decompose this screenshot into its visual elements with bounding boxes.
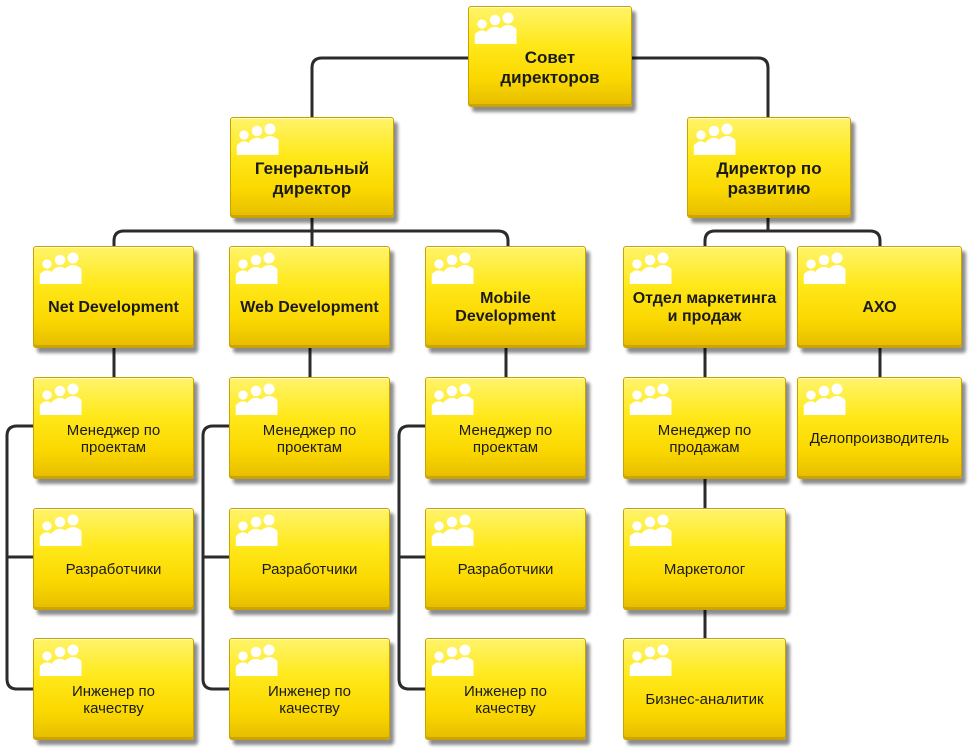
node-label: Инженер по качеству bbox=[71, 682, 156, 717]
people-group-icon bbox=[629, 514, 672, 546]
people-group-icon bbox=[235, 383, 278, 415]
connector-ceo-mobile bbox=[310, 229, 510, 248]
node-label: Директор по развитию bbox=[716, 158, 822, 198]
people-group-icon bbox=[236, 123, 279, 155]
node-clerk[interactable]: Делопроизводитель bbox=[797, 377, 962, 479]
node-business-analyst[interactable]: Бизнес-аналитик bbox=[623, 638, 786, 740]
node-label: Инженер по качеству bbox=[463, 682, 548, 717]
node-label: Генеральный директор bbox=[254, 158, 370, 198]
node-label: Менеджер по проектам bbox=[262, 421, 357, 456]
node-label: Mobile Development bbox=[455, 289, 556, 325]
connector-web-team bbox=[201, 424, 231, 691]
connector-ceo-net bbox=[112, 216, 314, 248]
people-group-icon bbox=[235, 252, 278, 284]
node-web-development[interactable]: Web Development bbox=[229, 246, 390, 348]
people-group-icon bbox=[39, 252, 82, 284]
node-marketer[interactable]: Маркетолог bbox=[623, 508, 786, 610]
node-net-qa-engineer[interactable]: Инженер по качеству bbox=[33, 638, 194, 740]
node-label: Совет директоров bbox=[500, 47, 600, 87]
node-sales-manager[interactable]: Менеджер по продажам bbox=[623, 377, 786, 479]
connector-dev-director-marketing bbox=[703, 216, 770, 248]
people-group-icon bbox=[474, 12, 517, 44]
node-label: Net Development bbox=[48, 298, 179, 316]
people-group-icon bbox=[431, 252, 474, 284]
node-label: Маркетолог bbox=[663, 561, 746, 579]
people-group-icon bbox=[629, 383, 672, 415]
connector-board-ceo bbox=[310, 56, 470, 119]
node-axo[interactable]: АХО bbox=[797, 246, 962, 348]
node-development-director[interactable]: Директор по развитию bbox=[687, 117, 851, 218]
people-group-icon bbox=[431, 514, 474, 546]
node-mobile-qa-engineer[interactable]: Инженер по качеству bbox=[425, 638, 586, 740]
node-net-developers[interactable]: Разработчики bbox=[33, 508, 194, 610]
node-label: Разработчики bbox=[261, 561, 358, 579]
connector-mobile-team bbox=[397, 424, 427, 691]
node-web-qa-engineer[interactable]: Инженер по качеству bbox=[229, 638, 390, 740]
node-label: Менеджер по продажам bbox=[657, 421, 752, 456]
people-group-icon bbox=[39, 644, 82, 676]
node-net-development[interactable]: Net Development bbox=[33, 246, 194, 348]
node-web-project-manager[interactable]: Менеджер по проектам bbox=[229, 377, 390, 479]
node-label: Web Development bbox=[240, 298, 379, 316]
connector-dev-director-axo bbox=[766, 229, 882, 248]
people-group-icon bbox=[431, 644, 474, 676]
node-label: Разработчики bbox=[65, 561, 162, 579]
node-board-of-directors[interactable]: Совет директоров bbox=[468, 6, 632, 107]
people-group-icon bbox=[235, 514, 278, 546]
node-label: Инженер по качеству bbox=[267, 682, 352, 717]
node-label: Делопроизводитель bbox=[809, 430, 950, 448]
node-mobile-developers[interactable]: Разработчики bbox=[425, 508, 586, 610]
people-group-icon bbox=[629, 644, 672, 676]
connector-board-dev-director bbox=[630, 56, 770, 119]
node-label: Отдел маркетинга и продаж bbox=[632, 289, 777, 325]
people-group-icon bbox=[235, 644, 278, 676]
people-group-icon bbox=[803, 252, 846, 284]
node-marketing-and-sales[interactable]: Отдел маркетинга и продаж bbox=[623, 246, 786, 348]
people-group-icon bbox=[39, 383, 82, 415]
people-group-icon bbox=[39, 514, 82, 546]
node-label: Менеджер по проектам bbox=[458, 421, 553, 456]
people-group-icon bbox=[431, 383, 474, 415]
people-group-icon bbox=[629, 252, 672, 284]
node-label: Разработчики bbox=[457, 561, 554, 579]
people-group-icon bbox=[803, 383, 846, 415]
node-label: Бизнес-аналитик bbox=[645, 691, 764, 709]
node-label: Менеджер по проектам bbox=[66, 421, 161, 456]
node-web-developers[interactable]: Разработчики bbox=[229, 508, 390, 610]
node-label: АХО bbox=[862, 298, 897, 316]
node-net-project-manager[interactable]: Менеджер по проектам bbox=[33, 377, 194, 479]
people-group-icon bbox=[693, 123, 736, 155]
connector-net-team bbox=[5, 424, 35, 691]
node-mobile-development[interactable]: Mobile Development bbox=[425, 246, 586, 348]
node-mobile-project-manager[interactable]: Менеджер по проектам bbox=[425, 377, 586, 479]
node-general-director[interactable]: Генеральный директор bbox=[230, 117, 394, 218]
